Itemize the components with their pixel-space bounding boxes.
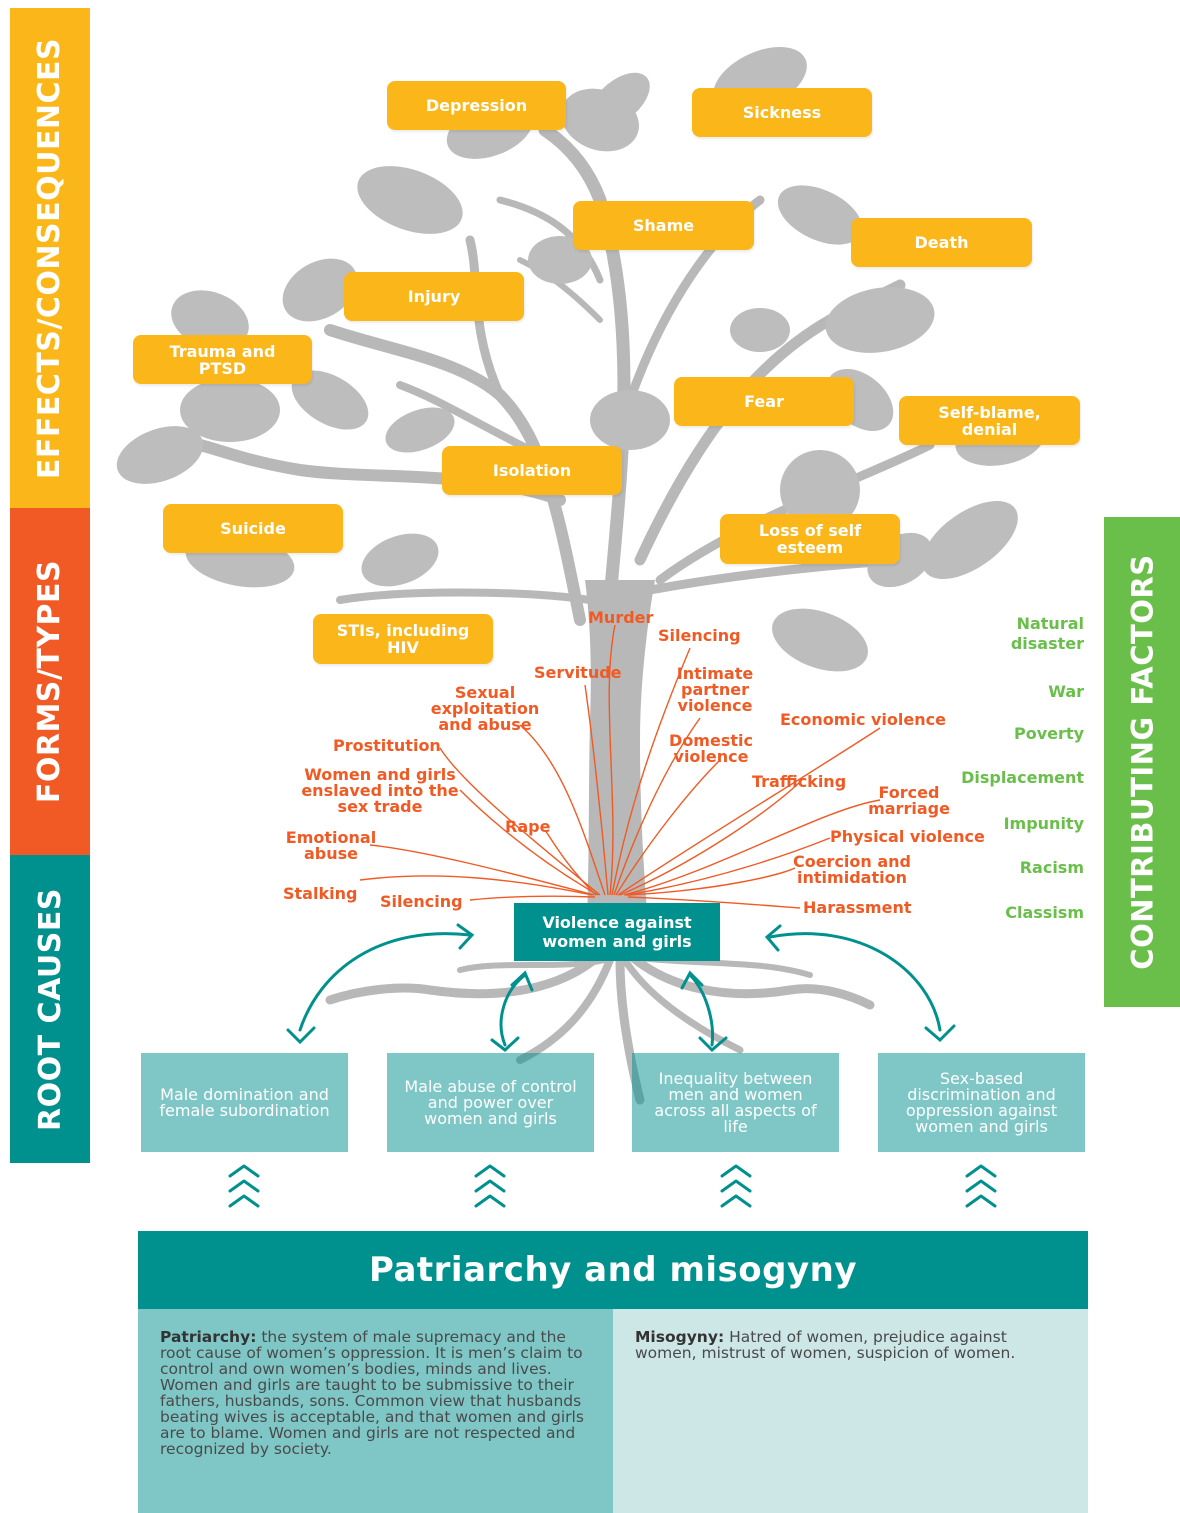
- effect-trauma-ptsd: Trauma and PTSD: [133, 335, 312, 384]
- tree-leaves: [116, 46, 1045, 672]
- patriarchy-definition: Patriarchy: the system of male supremacy…: [138, 1309, 613, 1513]
- form-silencing-top: Silencing: [658, 626, 741, 645]
- chevrons-up-icon: [228, 1164, 260, 1208]
- chevrons-up-icon: [720, 1164, 752, 1208]
- form-emotional-abuse: Emotional abuse: [285, 828, 377, 863]
- form-trafficking: Trafficking: [752, 772, 847, 791]
- form-rape: Rape: [505, 817, 551, 836]
- effects-consequences-bar: EFFECTS/CONSEQUENCES: [10, 8, 90, 508]
- violence-against-women-box: Violence against women and girls: [514, 903, 720, 961]
- factor-war: War: [1048, 682, 1084, 701]
- effect-fear: Fear: [674, 377, 854, 426]
- misogyny-text: Hatred of women, prejudice against women…: [635, 1328, 1016, 1362]
- effect-shame: Shame: [573, 201, 754, 250]
- tree-trunk: [585, 580, 655, 960]
- form-harassment: Harassment: [803, 898, 912, 917]
- chevrons-up-icon: [474, 1164, 506, 1208]
- form-silencing-bottom: Silencing: [380, 892, 463, 911]
- misogyny-term: Misogyny:: [635, 1328, 725, 1346]
- effect-suicide: Suicide: [163, 504, 343, 553]
- form-stalking: Stalking: [283, 884, 358, 903]
- form-economic-violence: Economic violence: [780, 710, 946, 729]
- form-prostitution: Prostitution: [333, 736, 441, 755]
- factor-racism: Racism: [1019, 858, 1084, 877]
- factor-classism: Classism: [1005, 903, 1084, 922]
- patriarchy-misogyny-banner: Patriarchy and misogyny: [138, 1231, 1088, 1309]
- form-intimate-partner-violence: Intimate partner violence: [676, 664, 754, 715]
- effect-stis-hiv: STIs, including HIV: [313, 614, 493, 664]
- form-domestic-violence: Domestic violence: [669, 731, 753, 766]
- factor-poverty: Poverty: [1014, 724, 1084, 743]
- effect-depression: Depression: [387, 81, 566, 130]
- effect-injury: Injury: [344, 272, 524, 321]
- forms-types-bar: FORMS/TYPES: [10, 508, 90, 855]
- misogyny-definition: Misogyny: Hatred of women, prejudice aga…: [613, 1309, 1088, 1513]
- effect-loss-of-self-esteem: Loss of self esteem: [720, 514, 900, 564]
- effect-death: Death: [851, 218, 1032, 267]
- factor-natural-disaster: Natural disaster: [1010, 614, 1084, 653]
- patriarchy-text: the system of male supremacy and the roo…: [160, 1328, 584, 1458]
- connector-arrows: [286, 923, 956, 1053]
- root-cause-inequality: Inequality between men and women across …: [632, 1053, 839, 1152]
- form-forced-marriage: Forced marriage: [868, 783, 950, 818]
- chevrons-up-icon: [965, 1164, 997, 1208]
- form-sexual-exploitation: Sexual exploitation and abuse: [430, 683, 540, 734]
- root-cause-sex-discrimination: Sex-based discrimination and oppression …: [878, 1053, 1085, 1152]
- root-causes-bar: ROOT CAUSES: [10, 855, 90, 1163]
- factor-displacement: Displacement: [961, 768, 1084, 787]
- effect-sickness: Sickness: [692, 88, 872, 137]
- contributing-factors-bar: CONTRIBUTING FACTORS: [1104, 517, 1180, 1007]
- tree-roots: [325, 950, 875, 1105]
- root-cause-male-abuse-of-power: Male abuse of control and power over wom…: [387, 1053, 594, 1152]
- factor-impunity: Impunity: [1003, 814, 1084, 833]
- form-physical-violence: Physical violence: [830, 827, 985, 846]
- root-cause-male-domination: Male domination and female subordination: [141, 1053, 348, 1152]
- patriarchy-term: Patriarchy:: [160, 1328, 257, 1346]
- forms-strands: [359, 624, 881, 909]
- effect-self-blame: Self-blame, denial: [899, 396, 1080, 445]
- form-coercion-intimidation: Coercion and intimidation: [792, 852, 912, 887]
- form-murder: Murder: [588, 608, 654, 627]
- effect-isolation: Isolation: [442, 446, 622, 495]
- form-enslaved-sex-trade: Women and girls enslaved into the sex tr…: [301, 765, 459, 816]
- form-servitude: Servitude: [534, 663, 622, 682]
